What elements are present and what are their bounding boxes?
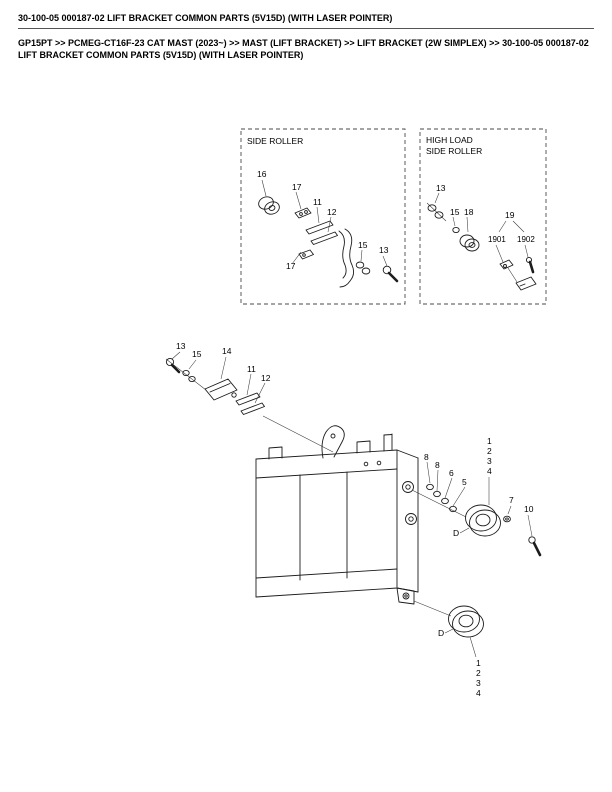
callout-4-upper: 4 (487, 466, 492, 476)
callout-main-15: 15 (192, 349, 202, 359)
carriage-hook-right (356, 440, 371, 454)
callout-hl-1902: 1902 (517, 235, 535, 244)
part-bolt-13 (382, 265, 399, 283)
part-curved-arm (338, 228, 355, 288)
part-hl-laser-unit (507, 267, 537, 291)
callout-hl-15: 15 (450, 207, 460, 217)
part-bracket-17-lower (298, 249, 314, 260)
part-shim-plates (305, 220, 338, 245)
callout-main-12: 12 (261, 373, 271, 383)
part-hl-washers-13 (426, 202, 447, 222)
part-washer-7 (503, 515, 511, 523)
part-side-roller-16 (258, 196, 280, 215)
high-load-box-title-line2: SIDE ROLLER (426, 146, 482, 156)
part-axle-washers (426, 483, 457, 513)
callout-main-11: 11 (247, 364, 256, 374)
callout-hl-13: 13 (436, 183, 446, 193)
part-main-shim-plates (235, 392, 265, 415)
breadcrumb: GP15PT >> PCMEG-CT16F-23 CAT MAST (2023~… (18, 38, 589, 60)
part-hl-bracket-1901 (499, 259, 514, 270)
callout-4-lower: 4 (476, 688, 481, 698)
callout-8b: 8 (435, 460, 440, 470)
callout-17-lower: 17 (286, 261, 296, 271)
high-load-box (419, 128, 547, 305)
callout-2-upper: 2 (487, 446, 492, 456)
header-divider (18, 28, 594, 29)
callout-D-lower: D (438, 628, 444, 638)
part-main-washers-15 (182, 369, 196, 383)
laser-pointer-group: 13 15 14 11 12 (165, 341, 334, 453)
callout-16: 16 (257, 169, 267, 179)
leader-to-carriage (262, 415, 334, 453)
page-title: 30-100-05 000187-02 LIFT BRACKET COMMON … (18, 13, 393, 23)
carriage-hook-left (268, 446, 283, 460)
part-load-roller-lower (448, 605, 484, 638)
callout-1-upper: 1 (487, 436, 492, 446)
carriage-foot (396, 587, 415, 605)
part-hl-roller-18 (459, 234, 480, 252)
callout-hl-1901: 1901 (488, 235, 506, 244)
callout-17-upper: 17 (292, 182, 302, 192)
upper-roller-group: 8 8 6 5 1 2 3 4 (411, 436, 542, 557)
callout-2-lower: 2 (476, 668, 481, 678)
callout-6: 6 (449, 468, 454, 478)
side-roller-box (240, 128, 406, 305)
part-bolt-10 (528, 536, 542, 557)
callout-15: 15 (358, 240, 368, 250)
part-hl-screw-1902 (525, 256, 535, 274)
callout-main-14: 14 (222, 346, 232, 356)
high-load-box-group: HIGH LOAD SIDE ROLLER 13 15 18 19 (419, 128, 547, 305)
side-roller-box-group: SIDE ROLLER 16 17 11 12 (240, 128, 406, 305)
lift-bracket-drawing (255, 425, 419, 605)
part-load-roller-upper (465, 504, 501, 537)
carriage-center-latch (321, 425, 345, 459)
callout-hl-19: 19 (505, 210, 515, 220)
lower-roller-group: D 1 2 3 4 (413, 600, 484, 698)
callout-D-upper: D (453, 528, 459, 538)
callout-5: 5 (462, 477, 467, 487)
callout-hl-18: 18 (464, 207, 474, 217)
part-hl-washer-15 (452, 226, 460, 234)
part-laser-pointer-14 (204, 378, 238, 401)
carriage-side-plate (396, 449, 419, 593)
high-load-box-title-line1: HIGH LOAD (426, 135, 473, 145)
callout-7: 7 (509, 495, 514, 505)
callout-main-13: 13 (176, 341, 186, 351)
callout-12: 12 (327, 207, 337, 217)
part-washers-15 (355, 261, 371, 275)
part-main-bolt-13 (165, 357, 181, 374)
callout-10: 10 (524, 504, 534, 514)
callout-11: 11 (313, 197, 322, 207)
callout-13: 13 (379, 245, 389, 255)
side-roller-box-title: SIDE ROLLER (247, 136, 303, 146)
callout-3-upper: 3 (487, 456, 492, 466)
callout-3-lower: 3 (476, 678, 481, 688)
callout-8a: 8 (424, 452, 429, 462)
callout-1-lower: 1 (476, 658, 481, 668)
part-bracket-17-upper (294, 207, 312, 219)
